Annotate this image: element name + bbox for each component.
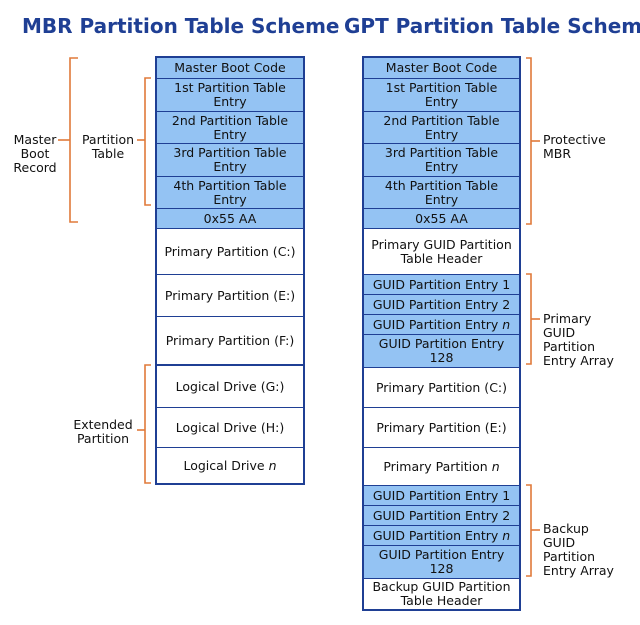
partition-table-bracket (144, 77, 151, 206)
mbr-partition-entry-4: 4th Partition Table Entry (157, 176, 303, 208)
mbr-partition-entry-3: 3rd Partition Table Entry (157, 143, 303, 176)
gpt-partition-entry-2: 2nd Partition Table Entry (364, 111, 519, 143)
gpt-column: Master Boot Code 1st Partition Table Ent… (362, 56, 521, 611)
mbr-partition-entry-1: 1st Partition Table Entry (157, 78, 303, 111)
gpt-master-boot-code: Master Boot Code (364, 58, 519, 78)
gpt-partition-entry-3: 3rd Partition Table Entry (364, 143, 519, 176)
gpt-primary-entry-1: GUID Partition Entry 1 (364, 274, 519, 294)
gpt-primary-entry-n: GUID Partition Entry n (364, 314, 519, 334)
label-backup-guid-array: Backup GUID Partition Entry Array (543, 521, 614, 578)
master-boot-record-bracket (69, 57, 78, 223)
backup-array-bracket (526, 484, 532, 577)
primary-array-bracket (526, 273, 532, 365)
gpt-primary-partition-e: Primary Partition (E:) (364, 407, 519, 447)
gpt-signature: 0x55 AA (364, 208, 519, 228)
label-extended-partition: Extended Partition (73, 417, 133, 446)
gpt-partition-entry-4: 4th Partition Table Entry (364, 176, 519, 208)
gpt-backup-entry-1: GUID Partition Entry 1 (364, 485, 519, 505)
mbr-logical-drive-g: Logical Drive (G:) (157, 364, 303, 407)
gpt-backup-header: Backup GUID Partition Table Header (364, 578, 519, 609)
label-primary-guid-array: Primary GUID Partition Entry Array (543, 311, 614, 368)
mbr-master-boot-code: Master Boot Code (157, 58, 303, 78)
mbr-column: Master Boot Code 1st Partition Table Ent… (155, 56, 305, 485)
gpt-primary-partition-n: Primary Partition n (364, 447, 519, 485)
gpt-primary-entry-2: GUID Partition Entry 2 (364, 294, 519, 314)
gpt-primary-header: Primary GUID Partition Table Header (364, 228, 519, 274)
gpt-backup-entry-n: GUID Partition Entry n (364, 525, 519, 545)
gpt-backup-entry-2: GUID Partition Entry 2 (364, 505, 519, 525)
label-partition-table: Partition Table (81, 132, 135, 161)
mbr-signature: 0x55 AA (157, 208, 303, 228)
mbr-primary-partition-e: Primary Partition (E:) (157, 274, 303, 316)
mbr-primary-partition-c: Primary Partition (C:) (157, 228, 303, 274)
mbr-logical-drive-h: Logical Drive (H:) (157, 407, 303, 447)
gpt-primary-entry-128: GUID Partition Entry 128 (364, 334, 519, 367)
gpt-primary-partition-c: Primary Partition (C:) (364, 367, 519, 407)
mbr-partition-entry-2: 2nd Partition Table Entry (157, 111, 303, 143)
label-master-boot-record: Master Boot Record (13, 132, 57, 175)
gpt-partition-entry-1: 1st Partition Table Entry (364, 78, 519, 111)
label-protective-mbr: Protective MBR (543, 132, 606, 161)
mbr-primary-partition-f: Primary Partition (F:) (157, 316, 303, 364)
gpt-backup-entry-128: GUID Partition Entry 128 (364, 545, 519, 578)
extended-partition-bracket (144, 364, 151, 484)
protective-mbr-bracket (526, 57, 532, 225)
gpt-title: GPT Partition Table Scheme (344, 14, 640, 38)
mbr-logical-drive-n: Logical Drive n (157, 447, 303, 483)
mbr-title: MBR Partition Table Scheme (22, 14, 340, 38)
